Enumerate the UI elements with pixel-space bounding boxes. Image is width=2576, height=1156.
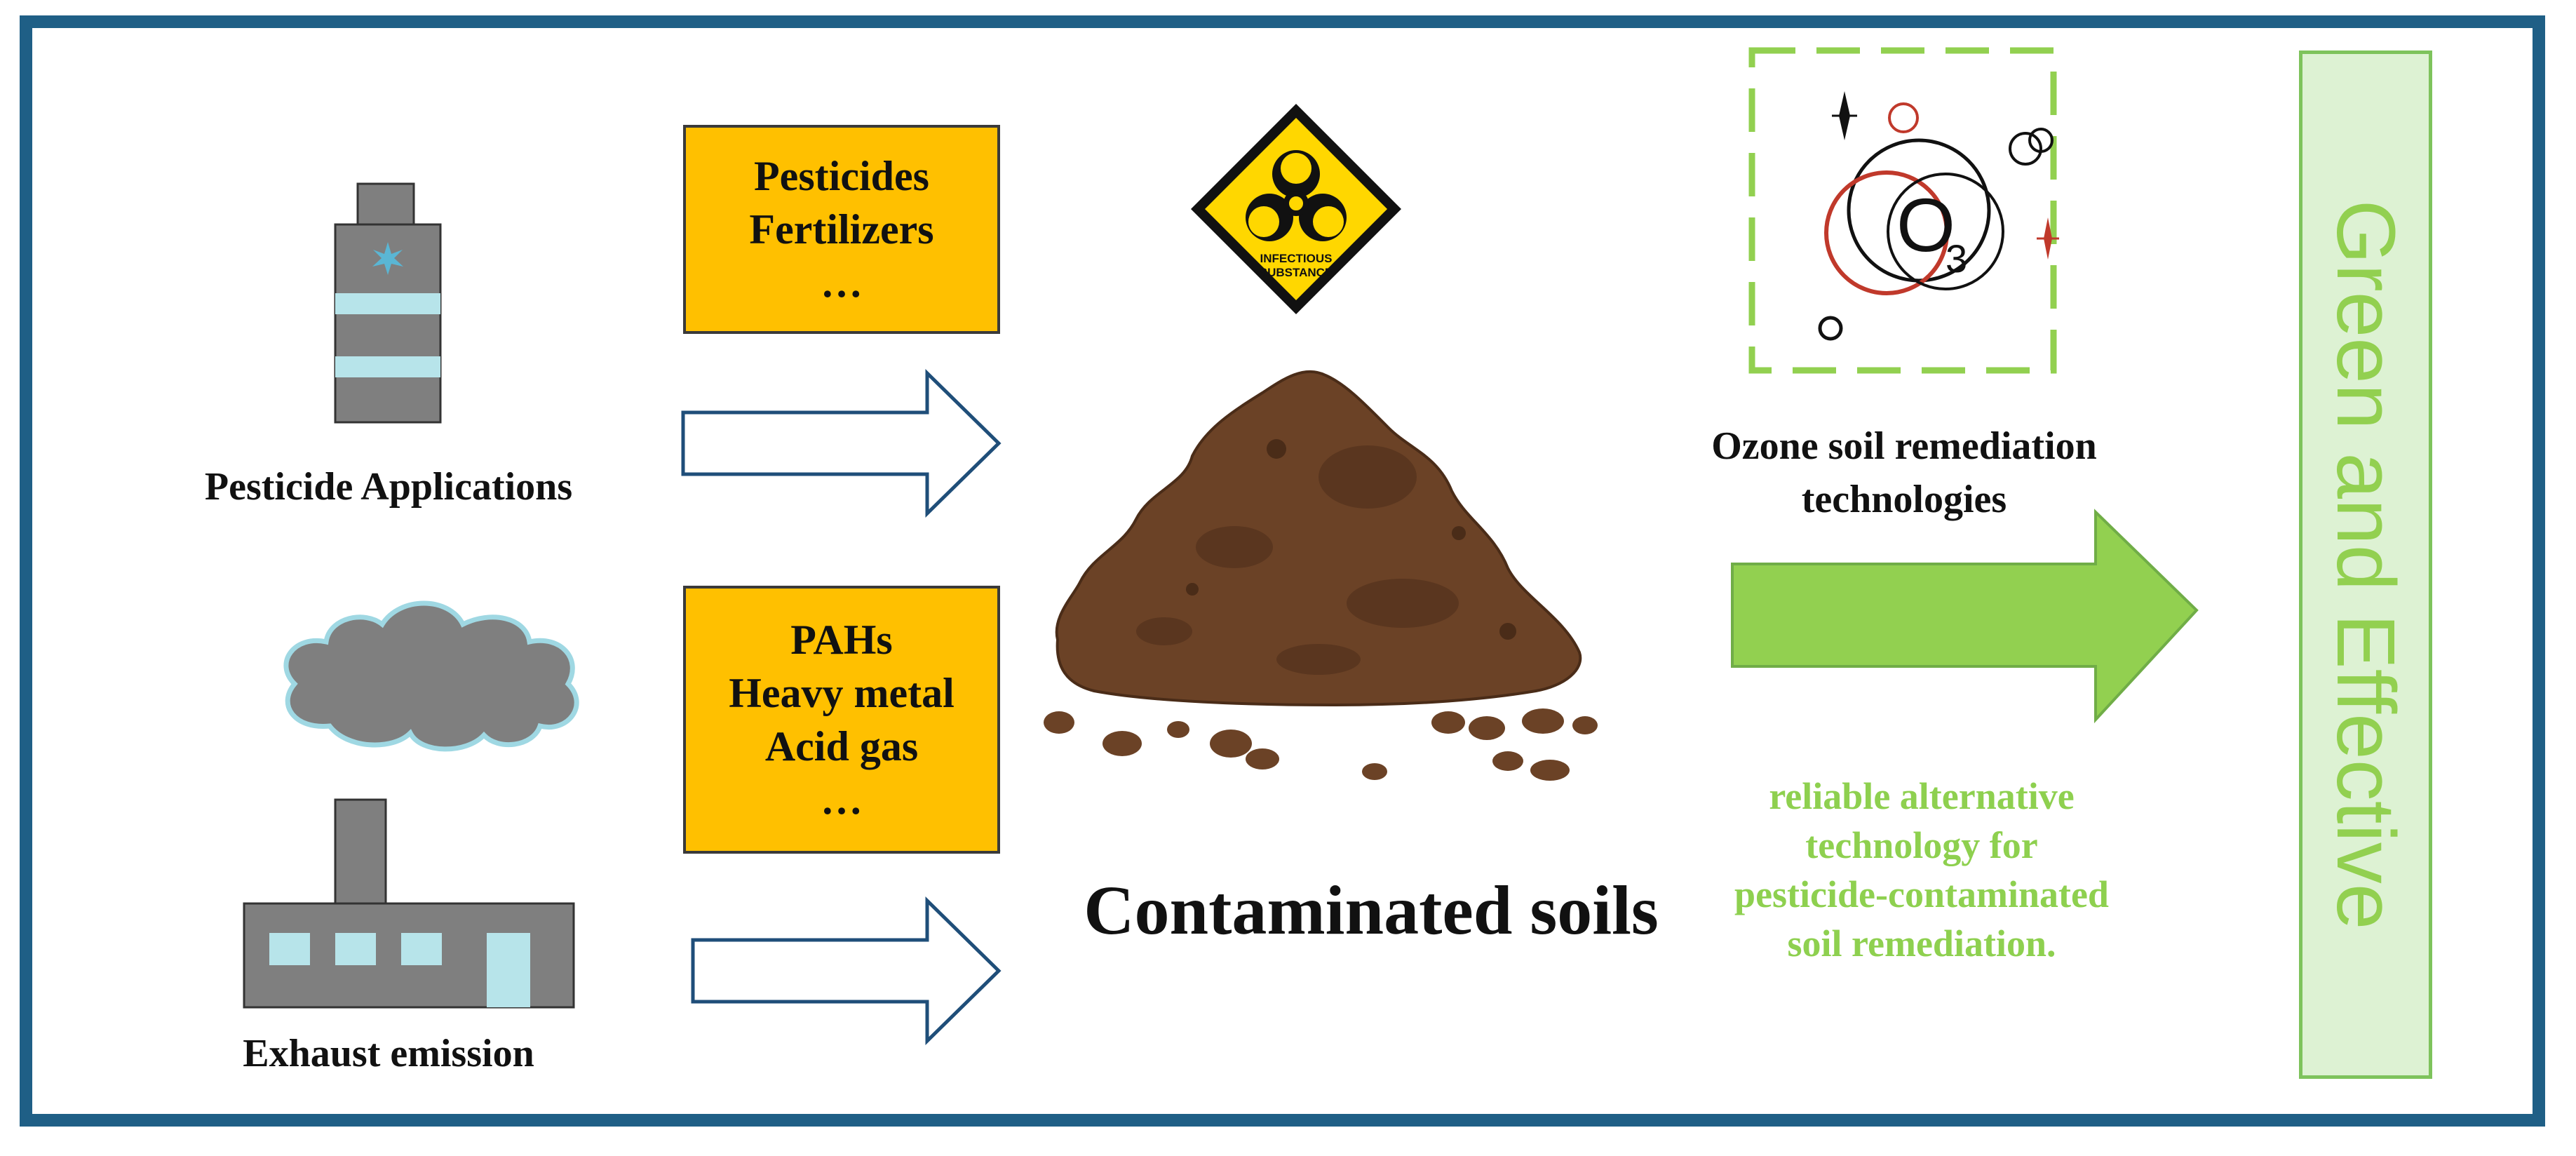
soil-pile-icon	[1044, 370, 1598, 781]
contaminant-item: Pesticides	[754, 153, 929, 199]
result-label: Green and Effective	[2319, 199, 2412, 930]
contaminant-item: PAHs	[790, 617, 893, 663]
contaminant-item: Fertilizers	[749, 206, 934, 253]
ozone-symbol: O	[1896, 182, 1955, 267]
factory-icon	[243, 798, 575, 1009]
spray-bottle-icon	[334, 182, 442, 424]
contaminant-item: Heavy metal	[729, 670, 955, 716]
contaminant-item: …	[821, 260, 863, 306]
contaminant-box-pesticide: Pesticides Fertilizers …	[683, 125, 1000, 334]
green-arrow	[1731, 509, 2199, 724]
contaminant-item: Acid gas	[764, 723, 919, 769]
arrow-to-soil-lower	[691, 896, 1002, 1045]
hazard-sign-line-1: INFECTIOUS	[1260, 252, 1333, 265]
contaminant-item: …	[821, 777, 863, 823]
arrow-to-soil-upper	[681, 369, 1002, 518]
exhaust-cloud-icon	[283, 600, 579, 752]
benefit-statement: reliable alternative technology for pest…	[1669, 772, 2174, 968]
benefit-line: reliable alternative	[1769, 775, 2075, 817]
contaminant-box-exhaust: PAHs Heavy metal Acid gas …	[683, 586, 1000, 854]
ozone-remediation-caption: Ozone soil remediation technologies	[1648, 419, 2160, 526]
benefit-line: technology for	[1805, 824, 2038, 866]
biohazard-sign-icon: INFECTIOUS SUBSTANCE	[1191, 104, 1401, 314]
pesticide-applications-caption: Pesticide Applications	[204, 465, 573, 509]
benefit-line: pesticide-contaminated	[1734, 873, 2109, 915]
ozone-caption-line: Ozone soil remediation	[1711, 424, 2097, 468]
exhaust-emission-caption: Exhaust emission	[243, 1032, 534, 1075]
ozone-caption-line: technologies	[1801, 478, 2007, 521]
ozone-illustration: O 3	[1748, 47, 2059, 374]
ozone-subscript: 3	[1946, 236, 1967, 281]
hazard-sign-line-2: SUBSTANCE	[1260, 266, 1333, 279]
result-box: Green and Effective	[2299, 51, 2432, 1079]
contaminated-soils-caption: Contaminated soils	[1084, 871, 1659, 949]
benefit-line: soil remediation.	[1787, 922, 2056, 965]
